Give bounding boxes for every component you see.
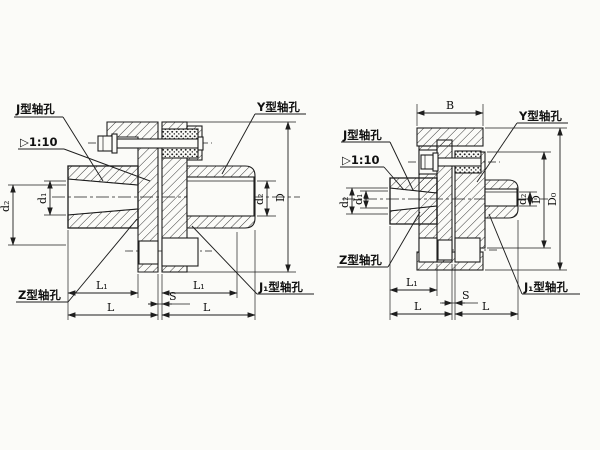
right-hub-right-figure [484, 179, 519, 219]
dim-D: D [164, 121, 296, 273]
dim-D0-label-right-figure: D₀ [546, 192, 559, 206]
label-j1-bore: J₁型轴孔 [258, 280, 303, 294]
dim-d2-right: d₂ [253, 180, 276, 217]
label-j1-bore-right-figure: J₁型轴孔 [523, 280, 568, 294]
dim-D-label: D [274, 193, 287, 202]
figure-left-basic-coupling: d₂ d₁ d₂ D [0, 100, 314, 320]
dim-L-right-label: L [203, 301, 211, 314]
lower-pin-holes [138, 237, 199, 267]
callout-j1-bore-right-figure: J₁型轴孔 [488, 213, 580, 295]
left-flange-right-figure [436, 139, 453, 263]
callout-y-bore-right-figure: Y型轴孔 [476, 109, 568, 183]
dim-L-left-label-right-figure: L [414, 300, 422, 313]
callout-j-bore-right-figure: J型轴孔 [341, 128, 414, 191]
callout-j1-bore: J₁型轴孔 [191, 225, 314, 295]
dim-B-label: B [446, 99, 454, 112]
dim-L1-right-figure: L₁ [389, 276, 438, 293]
dim-L1-left-label: L₁ [96, 279, 108, 292]
label-y-bore-right-figure: Y型轴孔 [518, 109, 562, 123]
callout-z-bore: Z型轴孔 [16, 218, 138, 303]
dim-L1-left: L₁ [67, 279, 139, 296]
extension-lines-left-figure [67, 230, 256, 320]
callout-j-bore: J型轴孔 [14, 102, 104, 182]
dim-d2-right-right-figure: d₂ [516, 191, 537, 207]
dim-d2-left-label: d₂ [0, 201, 12, 212]
callout-taper-right-figure: ▷1:10 [340, 153, 405, 191]
dim-d1-left: d₁ [36, 180, 66, 216]
dim-S-label: S [169, 290, 177, 303]
dim-d2-right-label-right-figure: d₂ [516, 194, 529, 205]
dim-d2-left-label-right-figure: d₂ [338, 197, 351, 208]
lower-pin-holes-right-figure [437, 237, 481, 263]
dim-L-left: L [67, 301, 159, 318]
label-z-bore-right-figure: Z型轴孔 [339, 253, 382, 267]
dim-L1-right: L₁ [161, 279, 238, 296]
callout-taper: ▷1:10 [18, 135, 151, 182]
dim-L-left-label: L [107, 301, 115, 314]
callout-y-bore: Y型轴孔 [221, 100, 306, 175]
pin-bolt-right-figure [420, 152, 482, 172]
right-hub-straight-bore [186, 165, 256, 229]
dim-d1-left-label-right-figure: d₁ [352, 194, 365, 205]
dim-L-right-right-figure: L [454, 300, 519, 317]
dim-d1-left-label: d₁ [36, 193, 49, 204]
dim-L-right-label-right-figure: L [482, 300, 490, 313]
label-taper: ▷1:10 [20, 135, 57, 149]
dim-d2-left-right-figure: d₂ [338, 187, 388, 215]
callout-z-bore-right-figure: Z型轴孔 [337, 211, 421, 268]
extension-lines-right-figure [389, 220, 519, 320]
dim-S-right-figure: S [440, 289, 478, 306]
dim-L1-right-label: L₁ [193, 279, 205, 292]
dim-L-right: L [161, 301, 256, 318]
dim-S-label-right-figure: S [462, 289, 470, 302]
dim-B: B [416, 99, 484, 126]
dim-D0-right-figure: D₀ [485, 127, 567, 271]
dim-L-left-right-figure: L [389, 300, 453, 317]
label-y-bore: Y型轴孔 [256, 100, 300, 114]
dim-d2-right-label: d₂ [253, 194, 266, 205]
label-j-bore-right-figure: J型轴孔 [342, 128, 382, 142]
label-j-bore: J型轴孔 [15, 102, 55, 116]
label-z-bore: Z型轴孔 [18, 288, 61, 302]
figure-right-brake-wheel-coupling: B d₂ d₁ d₂ D [337, 99, 580, 320]
dim-S: S [148, 290, 190, 307]
left-hub-taper-bore [67, 165, 139, 229]
label-taper-right-figure: ▷1:10 [342, 153, 379, 167]
dim-L1-label-right-figure: L₁ [406, 276, 418, 289]
dim-D-label-right-figure: D [530, 195, 543, 204]
dim-d2-left: d₂ [0, 184, 66, 246]
pin-bolt [97, 133, 204, 154]
dim-d1-left-right-figure: d₁ [352, 190, 388, 209]
